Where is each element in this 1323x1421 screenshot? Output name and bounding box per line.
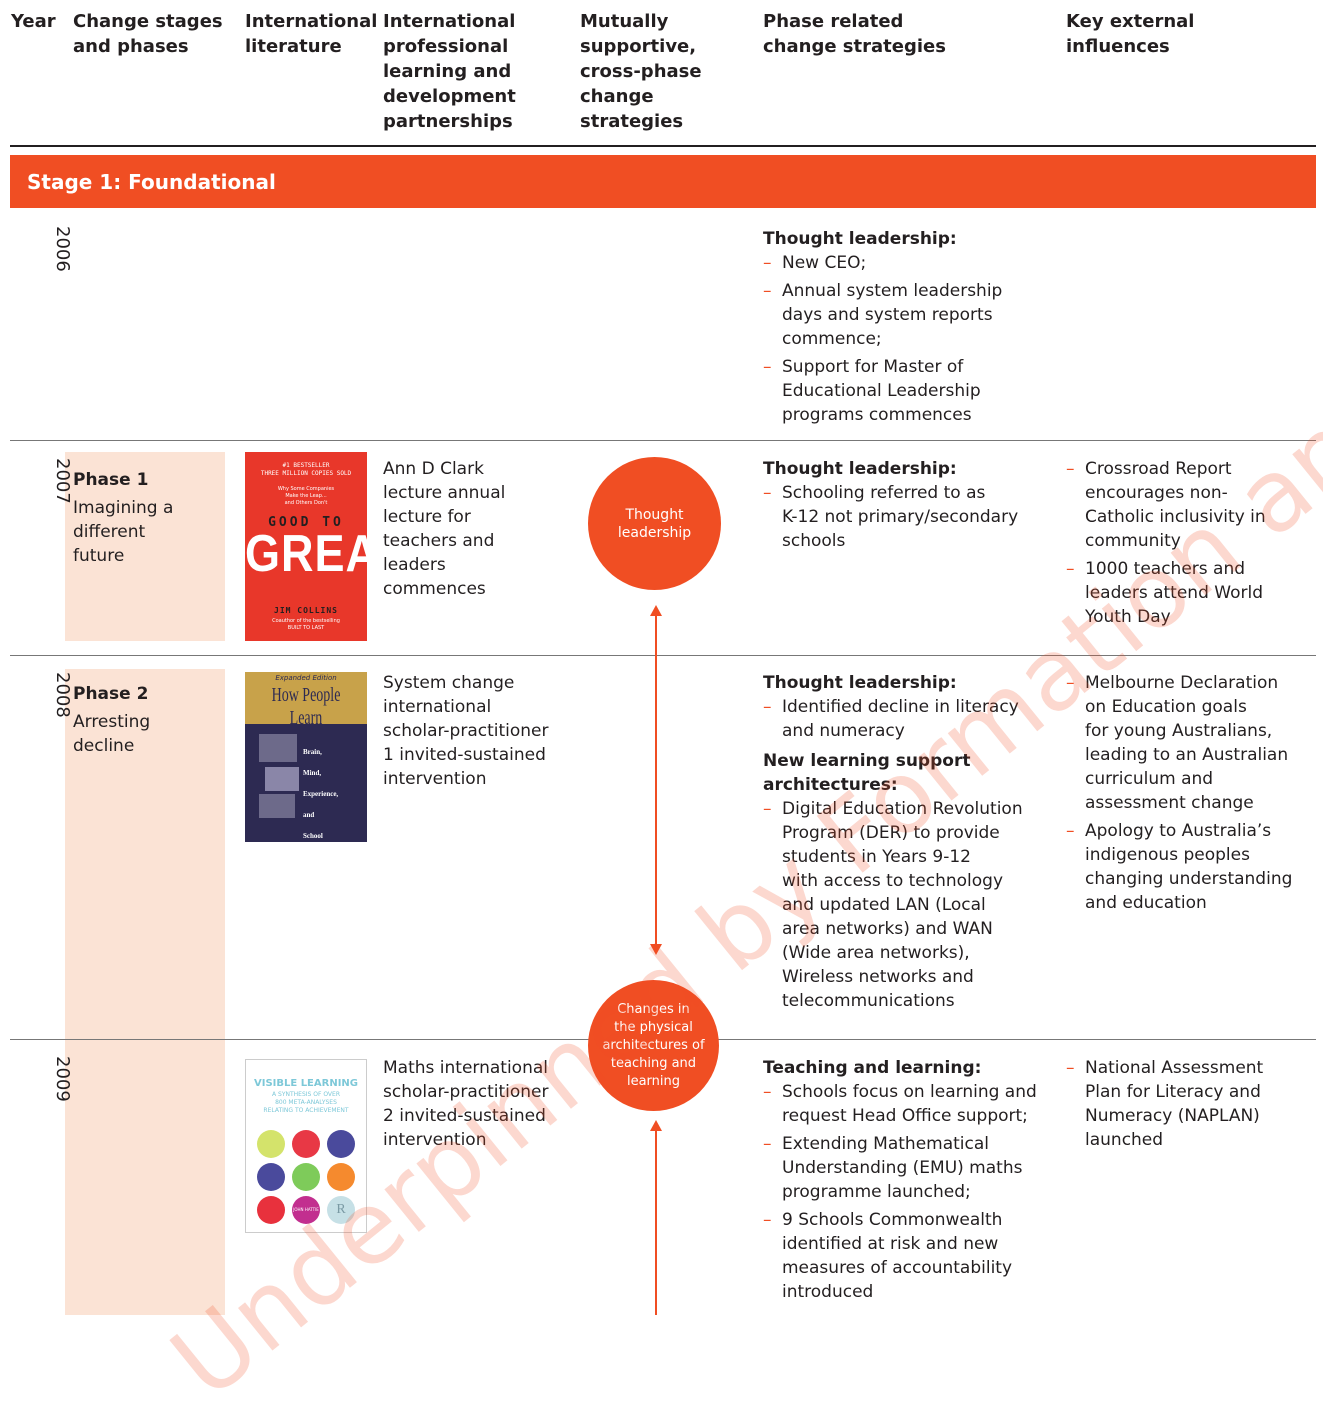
- stage-title: Stage 1: Foundational: [27, 170, 276, 194]
- strategy-heading: Thought leadership:: [763, 459, 957, 479]
- header-key-external: Key external influences: [1066, 11, 1195, 57]
- stage-bar: Stage 1: Foundational: [10, 155, 1316, 208]
- external-2009: –National Assessment Plan for Literacy a…: [1066, 1056, 1316, 1156]
- header-international-professional: International professional learning and …: [383, 11, 516, 132]
- row-divider: [10, 440, 1316, 441]
- strategies-2009: Teaching and learning: –Schools focus on…: [763, 1056, 1063, 1308]
- external-list: –Crossroad Report encourages non- Cathol…: [1066, 457, 1316, 629]
- arrow-up-icon: [650, 1120, 662, 1131]
- strategy-list: –Schools focus on learning and request H…: [763, 1080, 1063, 1304]
- year-2006: 2006: [52, 226, 73, 272]
- phase-2: Phase 2 Arresting decline: [73, 682, 223, 758]
- strategy-heading: Thought leadership:: [763, 229, 957, 249]
- header-mutually-supportive: Mutually supportive, cross-phase change …: [580, 11, 702, 132]
- list-item: –Extending Mathematical Understanding (E…: [763, 1134, 1023, 1202]
- header-phase-related: Phase related change strategies: [763, 11, 946, 57]
- external-list: –Melbourne Declaration on Education goal…: [1066, 671, 1316, 915]
- list-item: –Annual system leadership days and syste…: [763, 281, 1003, 349]
- list-item: –1000 teachers and leaders attend World …: [1066, 559, 1263, 627]
- strategy-heading: New learning support architectures:: [763, 751, 971, 795]
- cross-phase-arrows: [650, 605, 662, 1315]
- header-international-literature: International literature: [245, 11, 378, 57]
- list-item: –Schools focus on learning and request H…: [763, 1082, 1037, 1126]
- book-cover-good-to-great: #1 BESTSELLER THREE MILLION COPIES SOLD …: [245, 452, 367, 641]
- phase-title: Phase 1: [73, 470, 149, 490]
- list-item: –Support for Master of Educational Leade…: [763, 357, 981, 425]
- strategy-list: –Digital Education Revolution Program (D…: [763, 797, 1063, 1013]
- phase-1-cell: [65, 452, 225, 641]
- phase-2-cell: [65, 669, 225, 1315]
- arrow-up-icon: [650, 605, 662, 616]
- strategies-2008: Thought leadership: –Identified decline …: [763, 671, 1063, 1017]
- strategies-2007: Thought leadership: –Schooling referred …: [763, 457, 1063, 557]
- header-change-stages: Change stages and phases: [73, 11, 223, 57]
- strategies-2006: Thought leadership: –New CEO; –Annual sy…: [763, 227, 1063, 431]
- list-item: –Apology to Australia’s indigenous peopl…: [1066, 821, 1293, 913]
- partnership-2008: System change international scholar-prac…: [383, 673, 549, 789]
- strategy-list: –Identified decline in literacy and nume…: [763, 695, 1063, 743]
- year-2007: 2007: [52, 458, 73, 504]
- phase-subtitle: Imagining a different future: [73, 498, 174, 566]
- circle-thought-leadership: Thought leadership: [588, 457, 721, 590]
- list-item: –Digital Education Revolution Program (D…: [763, 799, 1023, 1011]
- strategy-heading: Teaching and learning:: [763, 1058, 982, 1078]
- book-cover-visible-learning: VISIBLE LEARNING A SYNTHESIS OF OVER 800…: [245, 1059, 367, 1233]
- phase-1: Phase 1 Imagining a different future: [73, 468, 223, 568]
- partnership-2009: Maths international scholar-practitioner…: [383, 1058, 549, 1150]
- book-cover-how-people-learn: Expanded Edition How People Learn Brain,…: [245, 672, 367, 842]
- arrow-down-icon: [650, 944, 662, 955]
- list-item: –National Assessment Plan for Literacy a…: [1066, 1058, 1264, 1150]
- circle-physical-architectures: Changes in the physical architectures of…: [588, 980, 719, 1111]
- list-item: –Schooling referred to as K-12 not prima…: [763, 483, 1019, 551]
- header-rule: [10, 145, 1316, 147]
- phase-subtitle: Arresting decline: [73, 712, 151, 756]
- header-year: Year: [11, 11, 56, 32]
- external-2007: –Crossroad Report encourages non- Cathol…: [1066, 457, 1316, 633]
- list-item: –Melbourne Declaration on Education goal…: [1066, 673, 1289, 813]
- list-item: –9 Schools Commonwealth identified at ri…: [763, 1210, 1013, 1302]
- phase-title: Phase 2: [73, 684, 149, 704]
- list-item: –New CEO;: [763, 253, 867, 273]
- year-2008: 2008: [52, 672, 73, 718]
- partnership-2007: Ann D Clark lecture annual lecture for t…: [383, 459, 506, 599]
- list-item: –Identified decline in literacy and nume…: [763, 697, 1019, 741]
- year-2009: 2009: [52, 1056, 73, 1102]
- list-item: –Crossroad Report encourages non- Cathol…: [1066, 459, 1266, 551]
- row-divider: [10, 655, 1316, 656]
- strategy-list: –Schooling referred to as K-12 not prima…: [763, 481, 1063, 553]
- strategy-heading: Thought leadership:: [763, 673, 957, 693]
- external-list: –National Assessment Plan for Literacy a…: [1066, 1056, 1316, 1152]
- strategy-list: –New CEO; –Annual system leadership days…: [763, 251, 1063, 427]
- external-2008: –Melbourne Declaration on Education goal…: [1066, 671, 1316, 919]
